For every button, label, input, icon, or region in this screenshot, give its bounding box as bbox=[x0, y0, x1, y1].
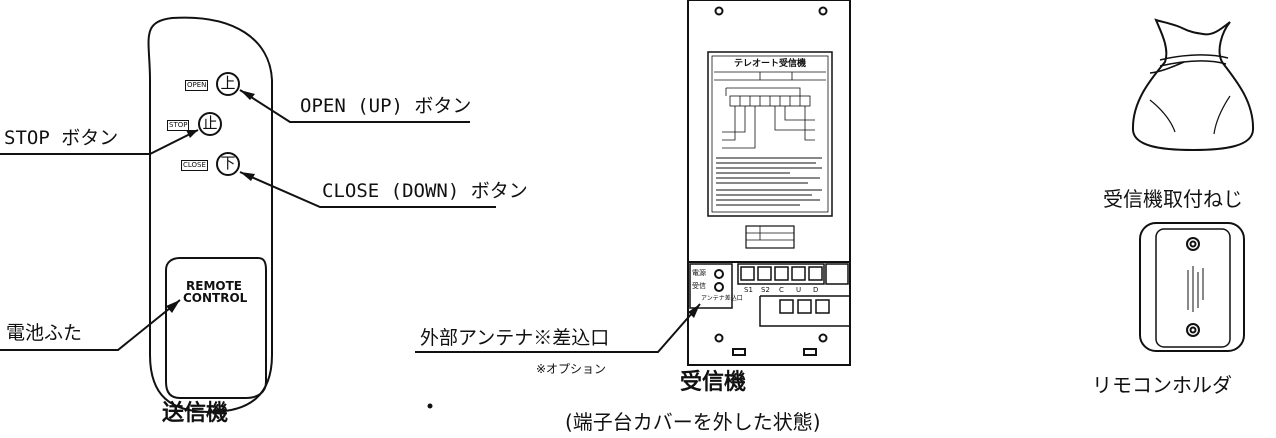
receive-led bbox=[714, 282, 724, 292]
close-arrowhead bbox=[240, 172, 255, 181]
transmitter-body bbox=[147, 16, 273, 414]
stop-arrowhead bbox=[186, 130, 198, 138]
terminal-end bbox=[825, 263, 849, 285]
mount-hole-tl bbox=[714, 6, 724, 16]
stop-callout-line bbox=[0, 129, 199, 155]
stop-callout-label: STOP ボタン bbox=[4, 127, 119, 149]
close-button-circle bbox=[216, 152, 240, 176]
mount-hole-br bbox=[818, 333, 828, 343]
label-text-lines bbox=[716, 157, 822, 206]
close-callout-line bbox=[239, 171, 496, 208]
terminal-label-s1: S1 bbox=[744, 286, 753, 294]
screw-bag-caption: 受信機取付ねじ bbox=[1103, 187, 1243, 211]
antenna-port-label: アンテナ差込口 bbox=[701, 295, 743, 302]
terminal-lower-block bbox=[759, 295, 850, 327]
battery-cover-text-1: REMOTE bbox=[186, 279, 242, 293]
battery-cover-text-2: CONTROL bbox=[183, 291, 248, 305]
stray-dot bbox=[427, 403, 433, 409]
power-led-label: 電源 bbox=[692, 269, 706, 277]
terminal-block bbox=[737, 263, 825, 285]
receiver-label-inner bbox=[711, 55, 829, 213]
receiver-label-title: テレオート受信機 bbox=[734, 59, 807, 69]
terminal-lower-screws bbox=[779, 299, 830, 314]
close-tag: CLOSE bbox=[181, 160, 208, 171]
battery-callout-label: 電池ふた bbox=[6, 322, 83, 344]
close-button-glyph: 下 bbox=[220, 154, 236, 172]
antenna-callout-line bbox=[415, 303, 701, 353]
battery-cover-outline bbox=[165, 257, 267, 399]
remote-holder-icon bbox=[1139, 222, 1245, 352]
indicator-panel bbox=[689, 263, 733, 309]
remote-holder-caption: リモコンホルダ bbox=[1092, 373, 1232, 397]
battery-callout-line bbox=[0, 299, 181, 351]
stop-button-circle bbox=[198, 112, 222, 136]
antenna-callout-label: 外部アンテナ※差込口 bbox=[420, 327, 610, 349]
receiver-housing bbox=[687, 0, 851, 366]
open-callout-label: OPEN (UP) ボタン bbox=[300, 95, 472, 117]
open-callout-line bbox=[239, 89, 470, 123]
screw-bag-icon bbox=[1131, 18, 1255, 152]
power-led bbox=[714, 269, 724, 279]
terminal-label-u: U bbox=[796, 286, 802, 294]
open-arrowhead bbox=[240, 90, 255, 100]
close-callout-label: CLOSE (DOWN) ボタン bbox=[322, 180, 528, 202]
open-button-glyph: 上 bbox=[220, 74, 236, 92]
transmitter-caption: 送信機 bbox=[162, 401, 229, 426]
terminal-label-c: C bbox=[779, 286, 784, 294]
label-wiring-sketch bbox=[722, 87, 815, 149]
stop-tag: STOP bbox=[167, 120, 190, 131]
stop-button-glyph: 止 bbox=[202, 114, 218, 132]
mount-hole-bl bbox=[714, 333, 724, 343]
antenna-option-note: ※オプション bbox=[536, 362, 607, 376]
mount-slot-left bbox=[732, 348, 746, 356]
receiver-label-panel bbox=[707, 51, 833, 217]
open-button-circle bbox=[216, 72, 240, 96]
receiver-subcaption: (端子台カバーを外した状態) bbox=[565, 410, 821, 434]
mount-hole-tr bbox=[818, 6, 828, 16]
battery-arrowhead bbox=[166, 300, 180, 313]
receive-led-label: 受信 bbox=[692, 282, 706, 290]
rating-plate bbox=[745, 225, 795, 249]
mount-slot-right bbox=[803, 348, 817, 356]
terminal-label-s2: S2 bbox=[761, 286, 770, 294]
receiver-caption: 受信機 bbox=[680, 370, 747, 395]
terminal-label-d: D bbox=[813, 286, 819, 294]
antenna-arrowhead bbox=[688, 304, 700, 318]
open-tag: OPEN bbox=[185, 80, 209, 91]
